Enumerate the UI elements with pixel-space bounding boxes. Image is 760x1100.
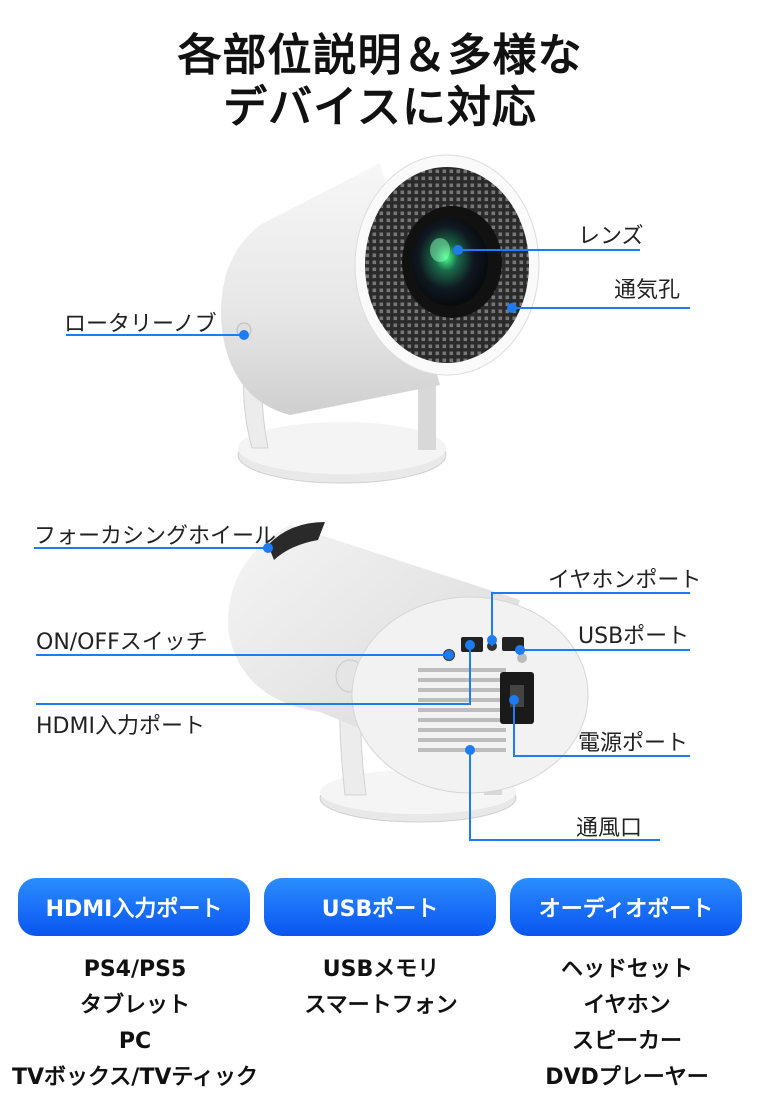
list-item: イヤホン [583, 993, 671, 1018]
audio-device-list: ヘッドセット イヤホン スピーカー DVDプレーヤー [502, 952, 752, 1096]
label-rotary-knob: ロータリーノブ [64, 312, 217, 337]
list-item: タブレット [79, 993, 190, 1018]
list-item: スピーカー [571, 1029, 682, 1054]
list-item: TVボックス/TVティック [11, 1065, 259, 1090]
usb-device-list: USBメモリ スマートフォン [256, 952, 506, 1024]
label-usb-port: USBポート [578, 624, 690, 649]
category-audio-pill: オーディオポート [510, 878, 742, 936]
label-air-vent: 通風口 [576, 816, 643, 841]
label-vent: 通気孔 [614, 278, 681, 303]
projector-illustrations [34, 154, 690, 841]
list-item: DVDプレーヤー [545, 1065, 709, 1090]
label-lens: レンズ [578, 224, 644, 249]
list-item: USBメモリ [322, 957, 440, 982]
page-title-line-1: 各部位説明＆多様な [177, 30, 583, 81]
category-hdmi-pill: HDMI入力ポート [18, 878, 250, 936]
page-title-line-2: デバイスに対応 [223, 82, 537, 133]
label-focus-wheel: フォーカシングホイール [34, 524, 277, 549]
list-item: PS4/PS5 [83, 957, 187, 982]
list-item: PC [118, 1029, 152, 1054]
label-power-switch: ON/OFFスイッチ [36, 630, 208, 655]
projector-front-view [221, 154, 540, 484]
hdmi-device-list: PS4/PS5 タブレット PC TVボックス/TVティック [10, 952, 260, 1096]
list-item: スマートフォン [304, 993, 458, 1018]
label-earphone-port: イヤホンポート [548, 568, 702, 593]
category-usb-pill: USBポート [264, 878, 496, 936]
label-hdmi-port: HDMI入力ポート [36, 714, 205, 739]
label-power-port: 電源ポート [578, 731, 689, 756]
list-item: ヘッドセット [560, 957, 693, 982]
projector-rear-view [227, 522, 589, 823]
